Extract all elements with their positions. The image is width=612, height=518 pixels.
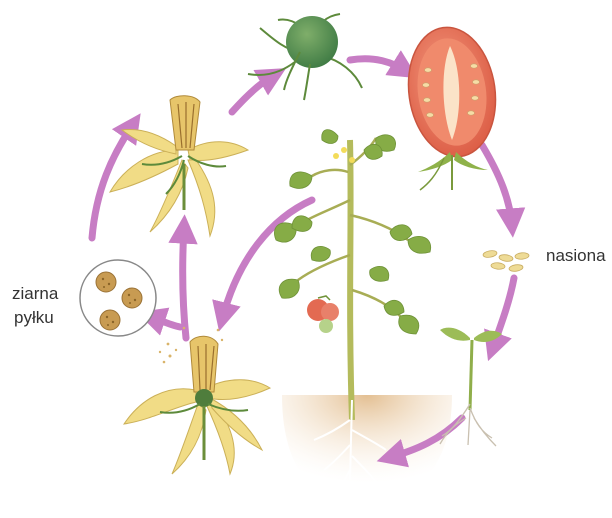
arrow-to-seedling xyxy=(492,278,514,350)
flower-pollinated xyxy=(110,96,248,236)
pollen-label-line1: ziarna xyxy=(12,284,58,304)
pollen-label-line2: pyłku xyxy=(14,308,54,328)
green-fruit xyxy=(248,14,362,100)
arrow-to-green-fruit xyxy=(232,74,276,112)
arrow-to-pollen xyxy=(148,316,180,327)
soil xyxy=(282,395,452,505)
seeds-label: nasiona xyxy=(546,246,606,266)
pollen-grains-inset xyxy=(80,260,156,336)
flower-open xyxy=(124,327,270,474)
arrow-to-seeds xyxy=(482,145,512,226)
arrow-flower-to-pollinated xyxy=(183,226,186,338)
arrow-to-ripe-fruit xyxy=(350,59,408,72)
seeds xyxy=(483,250,530,273)
ripe-tomato-section xyxy=(400,22,503,190)
plant-tomatoes xyxy=(307,296,339,333)
